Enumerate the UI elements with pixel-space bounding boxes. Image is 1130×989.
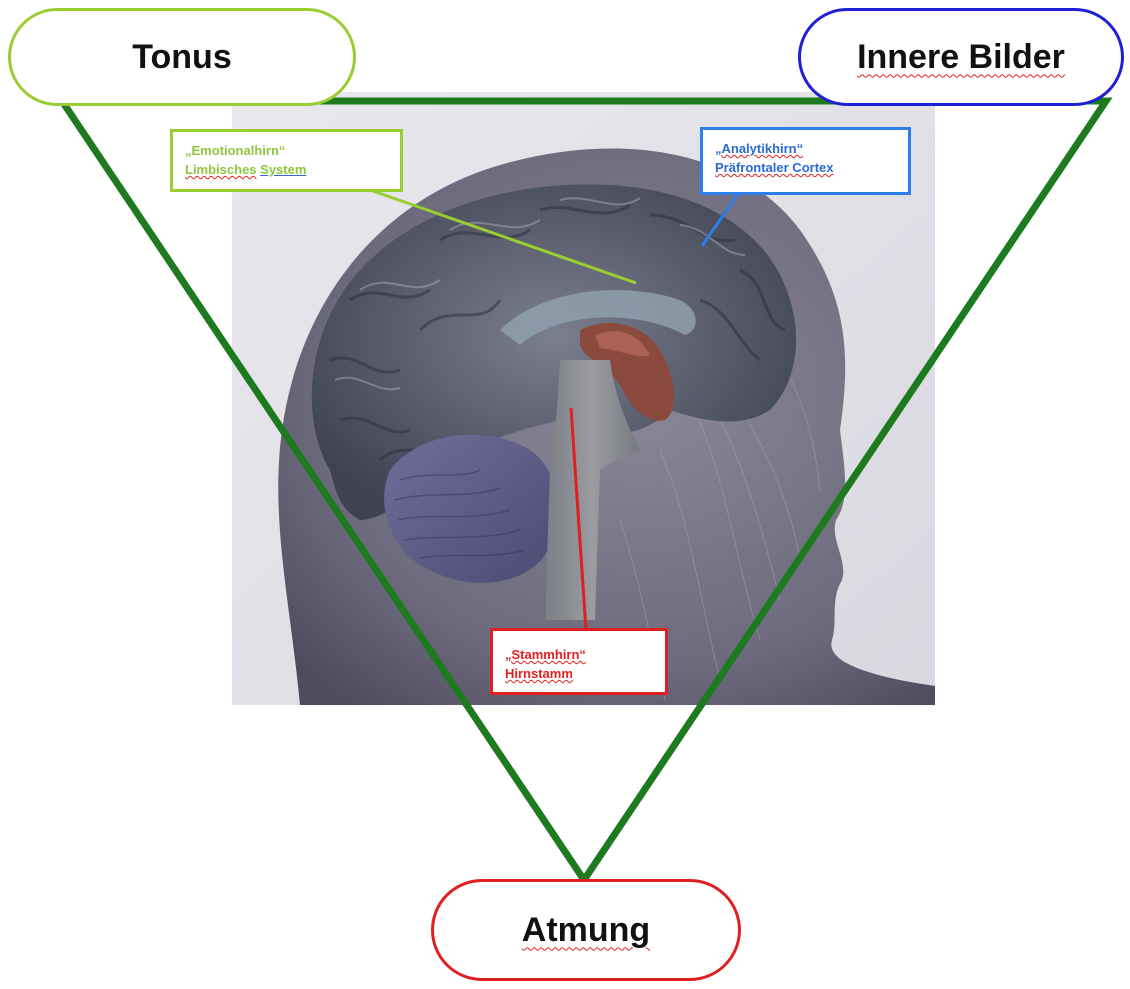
limbisches-word: Limbisches	[185, 162, 257, 177]
innere-bilder-label: Innere Bilder	[798, 8, 1124, 106]
stammhirn-title: „Stammhirn“	[505, 645, 655, 664]
hirnstamm-text: Hirnstamm	[505, 664, 655, 683]
tonus-text: Tonus	[132, 38, 231, 77]
analytikhirn-title: „Analytikhirn“	[715, 139, 898, 158]
analytikhirn-label: „Analytikhirn“ Präfrontaler Cortex	[700, 127, 911, 195]
atmung-text: Atmung	[522, 911, 650, 950]
stammhirn-label: „Stammhirn“ Hirnstamm	[490, 628, 668, 695]
innere-bilder-text: Innere Bilder	[857, 38, 1065, 77]
praefrontaler-cortex-text: Präfrontaler Cortex	[715, 158, 898, 177]
emotionalhirn-label: „Emotionalhirn“ Limbisches System	[170, 129, 403, 192]
tonus-label: Tonus	[8, 8, 356, 106]
emotionalhirn-title: „Emotionalhirn“	[185, 141, 390, 160]
limbisches-system-text: Limbisches System	[185, 160, 390, 179]
atmung-label: Atmung	[431, 879, 741, 981]
system-word: System	[260, 162, 306, 177]
